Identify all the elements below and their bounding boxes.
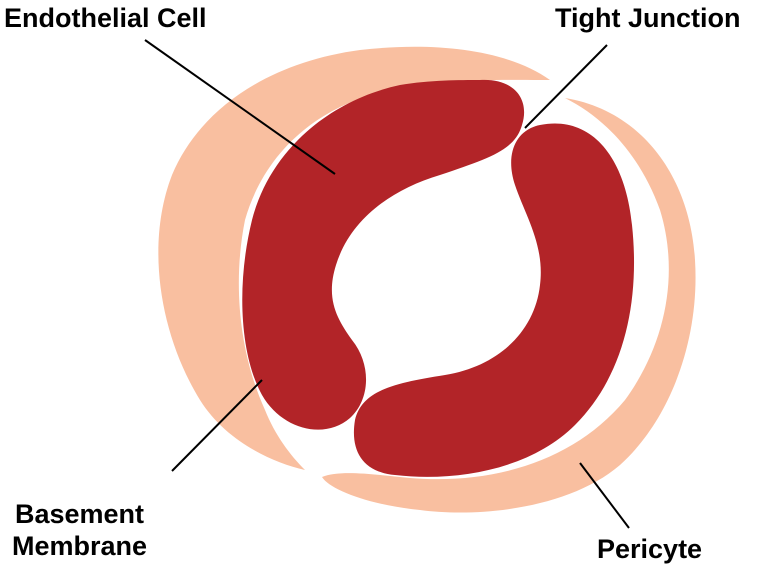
basement-membrane-label-line2: Membrane bbox=[12, 531, 148, 561]
pericyte-leader-line bbox=[579, 462, 630, 529]
pericyte-label: Pericyte bbox=[597, 534, 703, 564]
pericyte-left-crescent bbox=[158, 46, 550, 470]
tight-junction-label: Tight Junction bbox=[555, 3, 741, 33]
basement-membrane-label-line1: Basement bbox=[14, 499, 145, 529]
endothelial-cell-left bbox=[242, 79, 525, 430]
tight-junction-leader-line bbox=[524, 44, 608, 129]
basement-membrane-leader-line bbox=[171, 379, 263, 472]
endothelial-cell-right bbox=[353, 123, 635, 477]
endothelial-cell-leader-line bbox=[144, 39, 336, 175]
basement-membrane-label: Basement Membrane bbox=[12, 498, 147, 562]
endothelial-cell-label: Endothelial Cell bbox=[4, 3, 207, 33]
